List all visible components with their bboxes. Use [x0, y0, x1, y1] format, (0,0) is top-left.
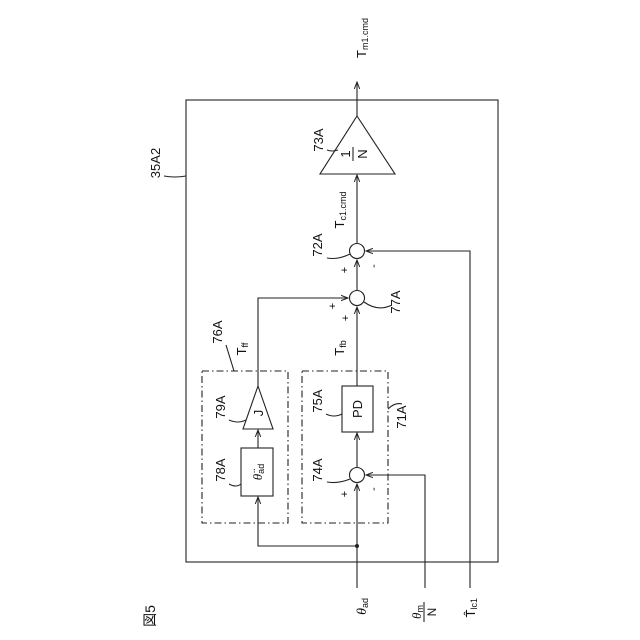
label-76a: 76A	[210, 320, 234, 371]
accel-block: θ̈ad	[241, 448, 273, 496]
label-78a: 78A	[213, 458, 241, 486]
label-79a: 79A	[213, 395, 246, 422]
accel-subscript: ad	[256, 464, 266, 474]
branch-to-accel-line	[258, 497, 357, 546]
svg-text:75A: 75A	[310, 389, 325, 412]
figure-caption: 図5	[142, 605, 158, 627]
sum-junction-72a	[350, 244, 365, 259]
svg-text:72A: 72A	[310, 233, 325, 256]
label-77a: 77A	[364, 290, 403, 313]
sign-72a-plus: +	[339, 267, 351, 273]
sign-74a-plus: +	[339, 491, 351, 497]
signal-tlc1-label: T̂lc1	[463, 598, 479, 617]
svg-text:θm: θm	[409, 605, 425, 619]
svg-text:73A: 73A	[311, 128, 326, 151]
sign-77a-bottom-plus: +	[340, 315, 352, 321]
sign-72a-minus: -	[368, 264, 380, 268]
signal-output-label: Tm1.cmd	[354, 18, 370, 58]
signal-theta-ad-label: θad	[355, 598, 370, 615]
gain-denominator: N	[355, 149, 370, 158]
inertia-text: J	[251, 410, 266, 417]
signal-tfb-label: Tfb	[332, 340, 348, 355]
svg-text:35A2: 35A2	[148, 148, 163, 178]
svg-text:78A: 78A	[213, 458, 228, 481]
svg-text:77A: 77A	[388, 290, 403, 313]
label-35a2: 35A2	[148, 148, 186, 178]
label-73a: 73A	[311, 128, 338, 151]
tlc1-input-line	[366, 251, 470, 588]
sign-77a-left-plus: +	[327, 303, 339, 309]
tff-line	[258, 298, 348, 386]
gain-numerator: 1	[338, 150, 353, 157]
sum-junction-74a	[350, 468, 365, 483]
svg-text:θ̈ad: θ̈ad	[250, 464, 266, 480]
svg-text:79A: 79A	[213, 395, 228, 418]
inertia-block: J	[243, 386, 273, 429]
label-75a: 75A	[310, 389, 342, 416]
theta-m-input-line	[366, 475, 425, 588]
label-71a: 71A	[388, 404, 409, 429]
svg-text:76A: 76A	[210, 320, 225, 343]
svg-text:74A: 74A	[310, 458, 325, 481]
gain-block-1-over-n: 1 N	[320, 116, 395, 174]
label-72a: 72A	[310, 233, 350, 258]
svg-text:N: N	[425, 608, 439, 617]
sum-junction-77a	[350, 291, 365, 306]
sign-74a-minus: -	[368, 487, 380, 491]
label-74a: 74A	[310, 458, 350, 482]
pd-block: PD	[342, 386, 373, 432]
pd-text: PD	[350, 400, 365, 418]
signal-tff-label: Tff	[234, 342, 250, 355]
feedforward-frame	[202, 371, 288, 523]
signal-theta-m-over-n-label: θm N	[409, 602, 439, 622]
signal-tc1-label: Tc1.cmd	[332, 192, 348, 229]
svg-text:71A: 71A	[394, 405, 409, 428]
